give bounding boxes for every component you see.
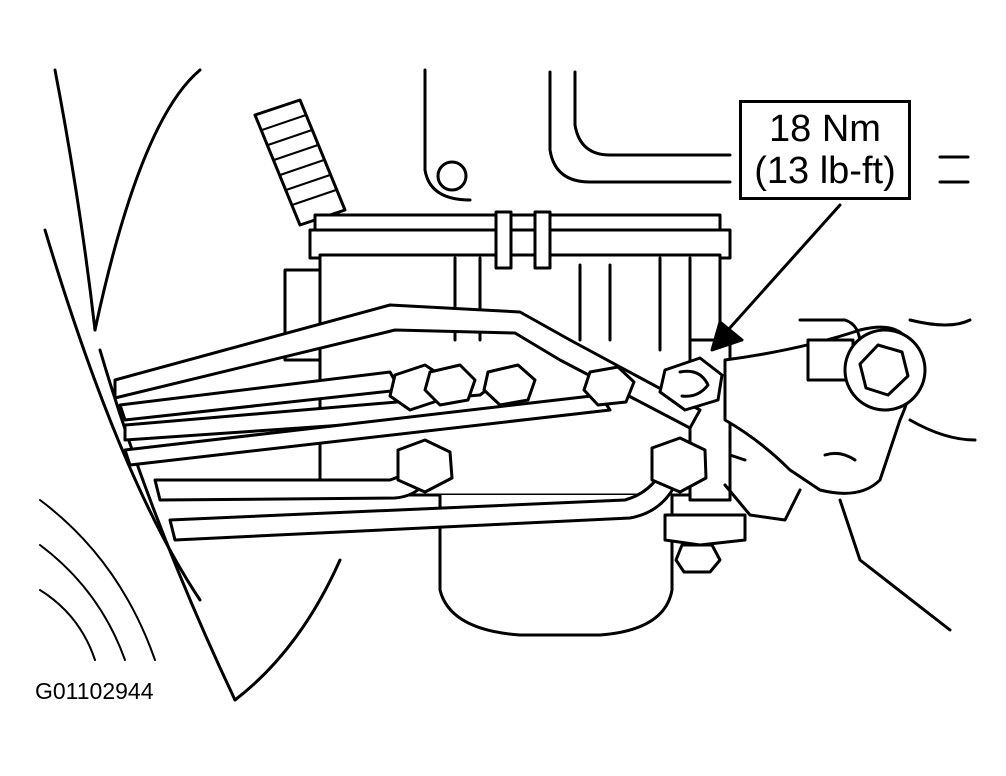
tube-nuts (388, 356, 724, 494)
target-nut (658, 356, 724, 412)
torque-imperial-value: (13 lb-ft) (754, 150, 896, 192)
hatched-hose (253, 98, 347, 227)
torque-spec-callout: 18 Nm (13 lb-ft) (739, 100, 911, 200)
callout-leader-arrow (710, 203, 842, 352)
torque-metric-value: 18 Nm (769, 108, 881, 150)
brake-lines (113, 303, 702, 542)
mounting-bracket (663, 318, 977, 632)
arc-lines (39, 499, 156, 661)
figure-identifier: G01102944 (35, 678, 154, 704)
